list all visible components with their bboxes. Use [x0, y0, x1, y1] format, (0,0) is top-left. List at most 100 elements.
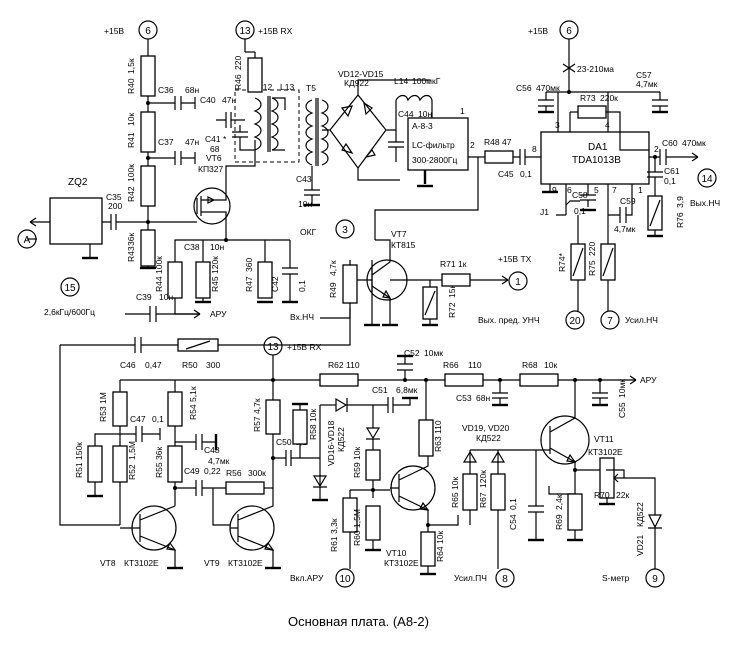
svg-text:4,7мк: 4,7мк — [614, 224, 636, 234]
svg-text:C57: C57 — [636, 70, 652, 80]
svg-text:R43: R43 — [126, 246, 136, 262]
svg-text:C50: C50 — [276, 437, 292, 447]
svg-text:R73: R73 — [580, 93, 596, 103]
svg-text:R72: R72 — [447, 302, 457, 318]
svg-text:C38: C38 — [184, 242, 200, 252]
shield-l12-l13 — [234, 89, 300, 163]
svg-text:C47: C47 — [130, 414, 146, 424]
svg-text:47н: 47н — [222, 95, 236, 105]
connector-20: 20 Вых. пред. УНЧ — [478, 310, 585, 330]
r63 — [418, 419, 434, 457]
svg-text:13: 13 — [267, 342, 279, 353]
r46 — [247, 57, 263, 93]
r48 — [484, 150, 514, 164]
r68 — [519, 373, 559, 387]
r55 — [167, 445, 183, 483]
svg-text:S-метр: S-метр — [602, 573, 630, 583]
svg-text:1: 1 — [515, 277, 521, 288]
svg-text:R54: R54 — [188, 404, 198, 420]
svg-text:C43: C43 — [296, 174, 312, 184]
svg-text:C53: C53 — [456, 393, 472, 403]
svg-text:R46: R46 — [233, 74, 243, 90]
svg-text:6,8мк: 6,8мк — [396, 385, 418, 395]
svg-text:VT8: VT8 — [100, 558, 116, 568]
svg-text:0,1: 0,1 — [297, 280, 307, 292]
svg-text:L14: L14 — [394, 76, 408, 86]
svg-text:2,4к: 2,4к — [554, 494, 564, 510]
connector-10: 10 Вкл.АРУ — [290, 568, 355, 588]
svg-text:C36: C36 — [158, 85, 174, 95]
svg-text:47: 47 — [502, 137, 512, 147]
r71 — [441, 273, 471, 287]
svg-text:+15В ТХ: +15В ТХ — [498, 254, 532, 264]
svg-text:9: 9 — [552, 185, 557, 195]
svg-text:R71: R71 — [440, 259, 456, 269]
r66 — [444, 373, 484, 387]
svg-text:Усил.НЧ: Усил.НЧ — [625, 315, 658, 325]
svg-text:36к: 36к — [126, 233, 136, 246]
svg-text:АРУ: АРУ — [640, 375, 657, 385]
svg-text:100к: 100к — [126, 164, 136, 182]
r57 — [265, 399, 281, 435]
r64 — [420, 531, 436, 567]
r59 — [365, 449, 381, 481]
svg-text:9: 9 — [652, 574, 658, 585]
svg-text:C60: C60 — [662, 138, 678, 148]
svg-text:8: 8 — [502, 574, 508, 585]
svg-text:15: 15 — [64, 283, 76, 294]
connector-14: 14 Вых.НЧ — [690, 168, 720, 208]
svg-text:R44: R44 — [154, 276, 164, 292]
svg-text:VT7: VT7 — [391, 229, 407, 239]
svg-text:+15В: +15В — [104, 26, 124, 36]
svg-text:R59: R59 — [352, 462, 362, 478]
svg-text:VT10: VT10 — [386, 548, 407, 558]
svg-text:300-2800Гц: 300-2800Гц — [412, 155, 458, 165]
connector-6-top-left: 6 +15В — [104, 20, 158, 50]
svg-text:C61: C61 — [664, 166, 680, 176]
svg-text:КТ3102Е: КТ3102Е — [384, 558, 419, 568]
svg-text:1,5к: 1,5к — [126, 58, 136, 74]
svg-text:TDA1013B: TDA1013B — [572, 155, 621, 166]
svg-text:7: 7 — [607, 316, 613, 327]
svg-text:+15В: +15В — [528, 26, 548, 36]
svg-text:150к: 150к — [74, 442, 84, 460]
svg-text:VT6: VT6 — [206, 153, 222, 163]
svg-text:АРУ: АРУ — [210, 309, 227, 319]
svg-text:13: 13 — [239, 26, 251, 37]
svg-text:68н: 68н — [476, 393, 490, 403]
r60 — [365, 505, 381, 541]
svg-text:C54: C54 — [508, 514, 518, 530]
svg-text:C49: C49 — [184, 466, 200, 476]
svg-text:10к: 10к — [352, 447, 362, 460]
svg-text:110: 110 — [346, 360, 360, 370]
svg-text:0,22: 0,22 — [204, 466, 221, 476]
r56 — [225, 481, 265, 495]
svg-text:10к: 10к — [544, 360, 557, 370]
svg-text:23-210ма: 23-210ма — [577, 64, 614, 74]
svg-text:120к: 120к — [210, 256, 220, 274]
r45 — [195, 261, 211, 299]
svg-text:2,6кГц/600Гц: 2,6кГц/600Гц — [44, 307, 95, 317]
svg-text:C48: C48 — [204, 445, 220, 455]
svg-text:20: 20 — [569, 316, 581, 327]
svg-text:R55: R55 — [154, 462, 164, 478]
connector-9: 9 S-метр — [602, 568, 665, 588]
svg-text:R63: R63 — [433, 436, 443, 452]
connector-7: 7 Усил.НЧ — [600, 310, 658, 330]
svg-text:C39: C39 — [136, 292, 152, 302]
r69 — [567, 493, 583, 531]
svg-text:R52: R52 — [127, 464, 137, 480]
svg-text:R53: R53 — [98, 406, 108, 422]
svg-text:C41 *: C41 * — [205, 134, 227, 144]
svg-text:КТ3102Е: КТ3102Е — [228, 558, 263, 568]
svg-text:14: 14 — [701, 174, 713, 185]
svg-text:КТ815: КТ815 — [391, 240, 416, 250]
svg-text:КД522: КД522 — [635, 502, 645, 527]
svg-text:C37: C37 — [158, 137, 174, 147]
svg-text:LC-фильтр: LC-фильтр — [412, 140, 455, 150]
r53 — [112, 391, 128, 427]
r43 — [140, 229, 156, 267]
svg-text:VD16-VD18: VD16-VD18 — [326, 420, 336, 466]
svg-text:Вых. пред. УНЧ: Вых. пред. УНЧ — [478, 315, 540, 325]
